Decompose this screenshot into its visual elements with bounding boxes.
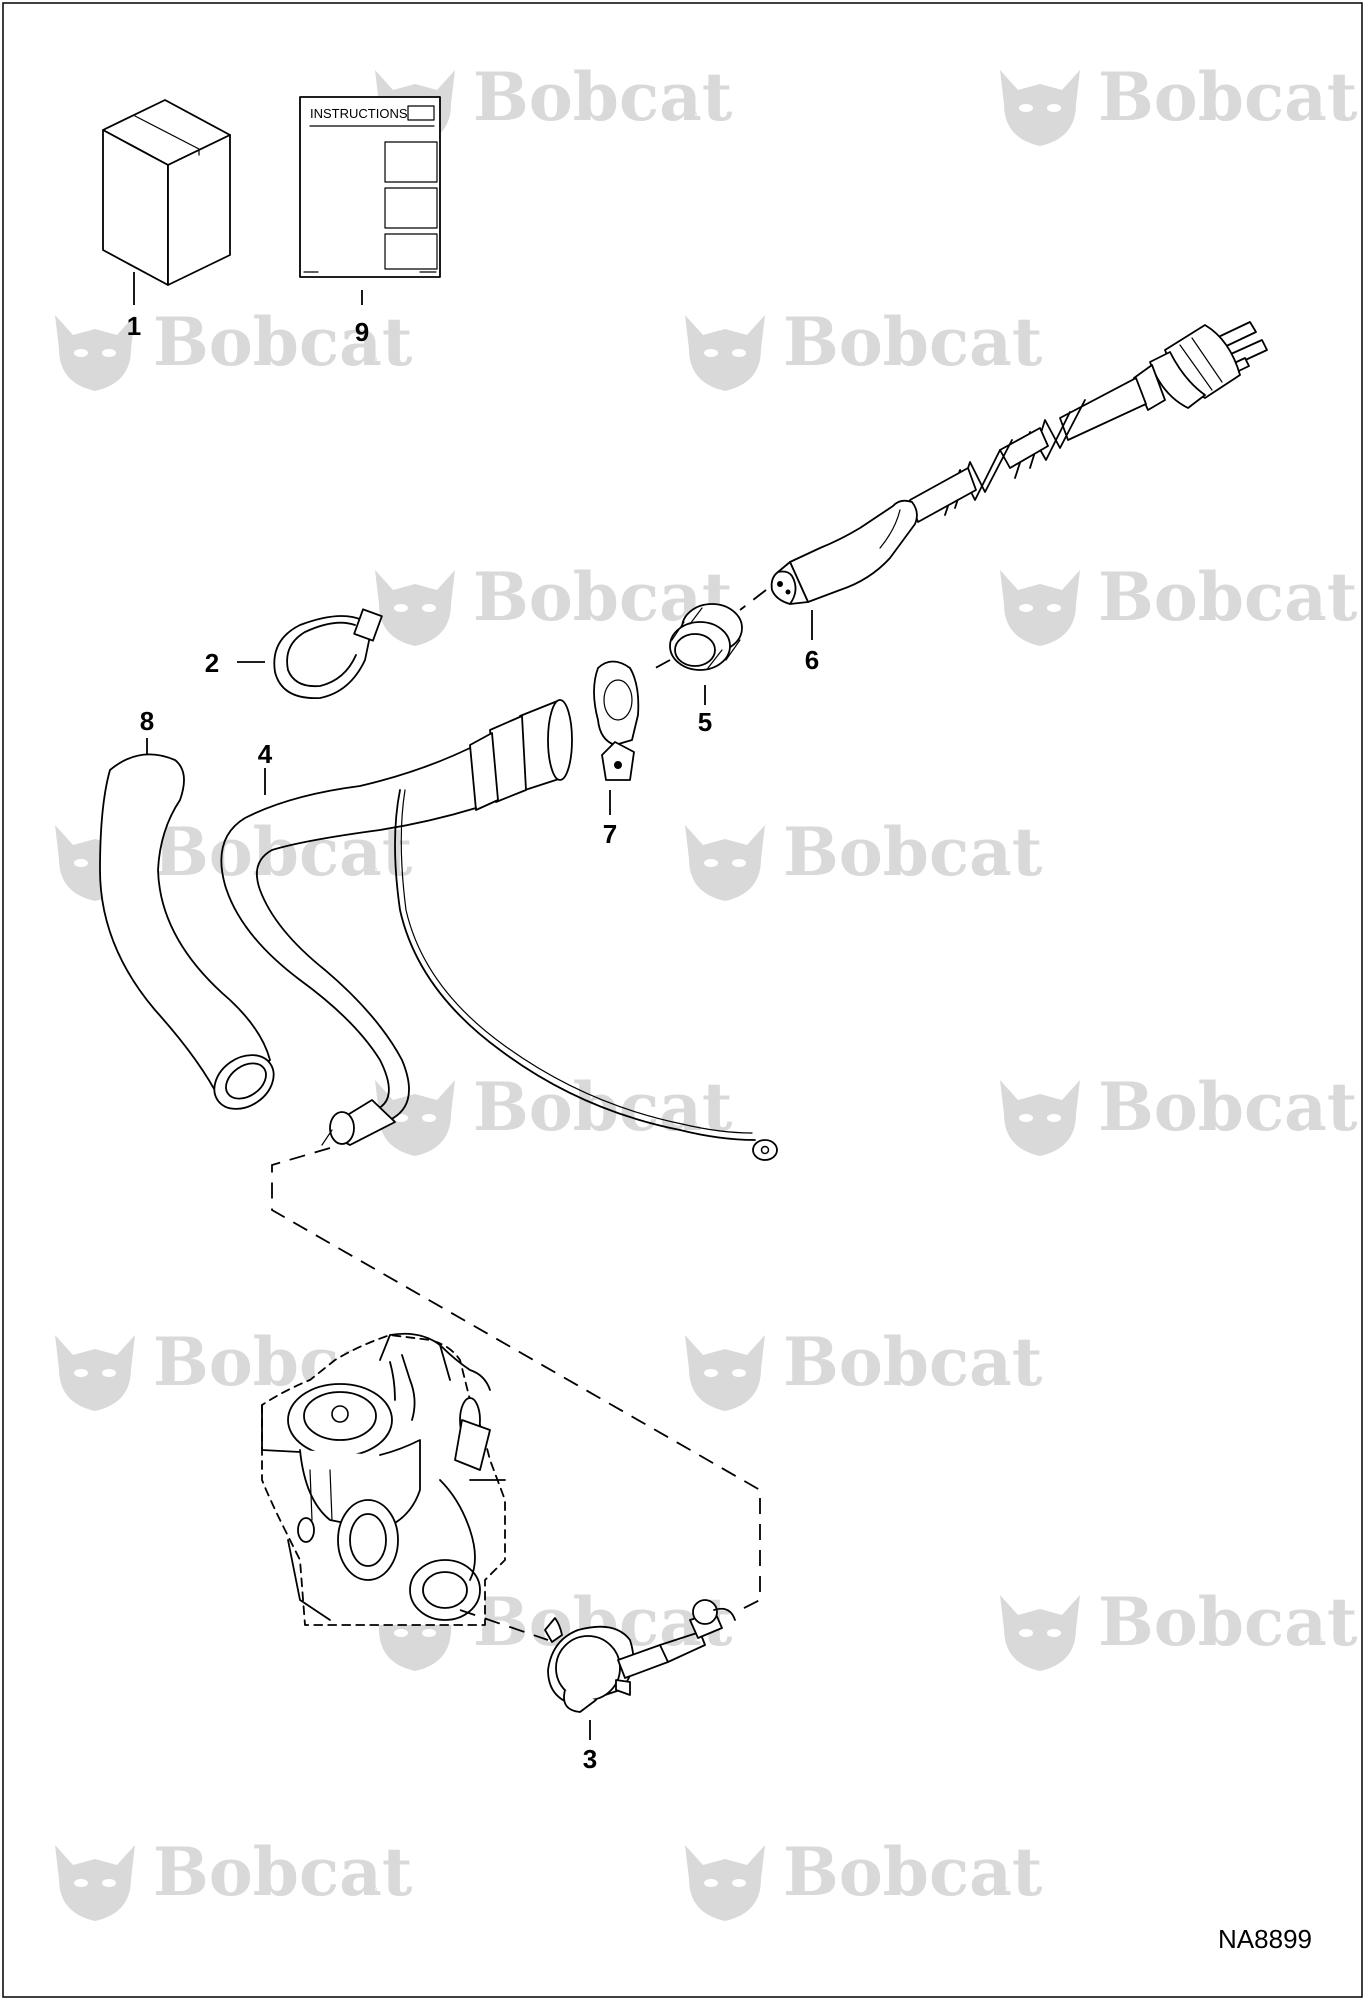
callout-4: 4: [258, 739, 273, 769]
bobcat-watermark: Bobcat®: [375, 1068, 733, 1156]
bobcat-logo-icon: [685, 315, 765, 391]
callout-7: 7: [603, 819, 617, 849]
watermark-registered-mark: ®: [687, 1117, 698, 1133]
watermark-registered-mark: ®: [997, 1882, 1008, 1898]
watermark-registered-mark: ®: [997, 1372, 1008, 1388]
bobcat-watermark: Bobcat®: [685, 303, 1043, 391]
grommet: [669, 603, 743, 671]
bobcat-logo-icon: [685, 1845, 765, 1921]
callout-6: 6: [805, 645, 819, 675]
bobcat-logo-icon: [375, 570, 455, 646]
callout-5: 5: [698, 707, 712, 737]
callout-2: 2: [205, 648, 219, 678]
mounting-bracket: [593, 660, 640, 781]
assembly-line-5-7: [647, 659, 671, 673]
watermark-text: Bobcat: [783, 1323, 1043, 1401]
watermark-registered-mark: ®: [1312, 607, 1323, 623]
coolant-hose: [99, 753, 275, 1110]
engine-locator-line: [271, 1147, 761, 1611]
bobcat-logo-icon: [375, 1595, 455, 1671]
watermark-layer: Bobcat®Bobcat®Bobcat®Bobcat®Bobcat®Bobca…: [55, 58, 1358, 1921]
watermark-registered-mark: ®: [1312, 1117, 1323, 1133]
bobcat-logo-icon: [1000, 1080, 1080, 1156]
watermark-registered-mark: ®: [1312, 107, 1323, 123]
bobcat-watermark: Bobcat®: [685, 1323, 1043, 1411]
assembly-line-6-5: [739, 589, 767, 611]
watermark-text: Bobcat: [153, 813, 413, 891]
block-heater: [544, 1599, 736, 1713]
watermark-text: Bobcat: [783, 813, 1043, 891]
bobcat-logo-icon: [685, 825, 765, 901]
callout-9: 9: [355, 317, 369, 347]
power-cord: [770, 321, 1268, 605]
watermark-text: Bobcat: [1098, 58, 1358, 136]
bobcat-logo-icon: [1000, 1595, 1080, 1671]
bobcat-logo-icon: [1000, 570, 1080, 646]
bobcat-watermark: Bobcat®: [685, 1833, 1043, 1921]
cable-tie: [273, 608, 383, 699]
watermark-text: Bobcat: [153, 1833, 413, 1911]
bobcat-logo-icon: [1000, 70, 1080, 146]
watermark-registered-mark: ®: [687, 1632, 698, 1648]
bobcat-watermark: Bobcat®: [55, 1833, 413, 1921]
bobcat-watermark: Bobcat®: [1000, 558, 1358, 646]
watermark-registered-mark: ®: [367, 352, 378, 368]
watermark-text: Bobcat: [473, 58, 733, 136]
watermark-registered-mark: ®: [367, 1882, 378, 1898]
bobcat-logo-icon: [55, 1845, 135, 1921]
document-id: NA8899: [1218, 1924, 1312, 1954]
watermark-text: Bobcat: [1098, 1583, 1358, 1661]
watermark-registered-mark: ®: [997, 352, 1008, 368]
bobcat-watermark: Bobcat®: [1000, 58, 1358, 146]
bobcat-watermark: Bobcat®: [1000, 1583, 1358, 1671]
bobcat-watermark: Bobcat®: [685, 813, 1043, 901]
instructions-sheet-title: INSTRUCTIONS: [310, 106, 408, 121]
bobcat-logo-icon: [685, 1335, 765, 1411]
callout-8: 8: [140, 706, 154, 736]
watermark-text: Bobcat: [1098, 1068, 1358, 1146]
watermark-registered-mark: ®: [997, 862, 1008, 878]
callout-1: 1: [127, 311, 141, 341]
bobcat-watermark: Bobcat®: [55, 303, 413, 391]
watermark-registered-mark: ®: [687, 107, 698, 123]
callout-3: 3: [583, 1744, 597, 1774]
bobcat-logo-icon: [55, 315, 135, 391]
bobcat-watermark: Bobcat®: [1000, 1068, 1358, 1156]
heater-harness: [220, 699, 778, 1161]
assembly-line-engine-3: [459, 1609, 549, 1641]
engine-block: [261, 1332, 506, 1626]
instructions-sheet-icon: INSTRUCTIONS: [299, 96, 441, 278]
watermark-registered-mark: ®: [1312, 1632, 1323, 1648]
watermark-text: Bobcat: [783, 303, 1043, 381]
bobcat-logo-icon: [55, 1335, 135, 1411]
watermark-text: Bobcat: [153, 303, 413, 381]
kit-box-icon: [102, 99, 231, 286]
watermark-text: Bobcat: [1098, 558, 1358, 636]
watermark-text: Bobcat: [783, 1833, 1043, 1911]
watermark-registered-mark: ®: [367, 862, 378, 878]
